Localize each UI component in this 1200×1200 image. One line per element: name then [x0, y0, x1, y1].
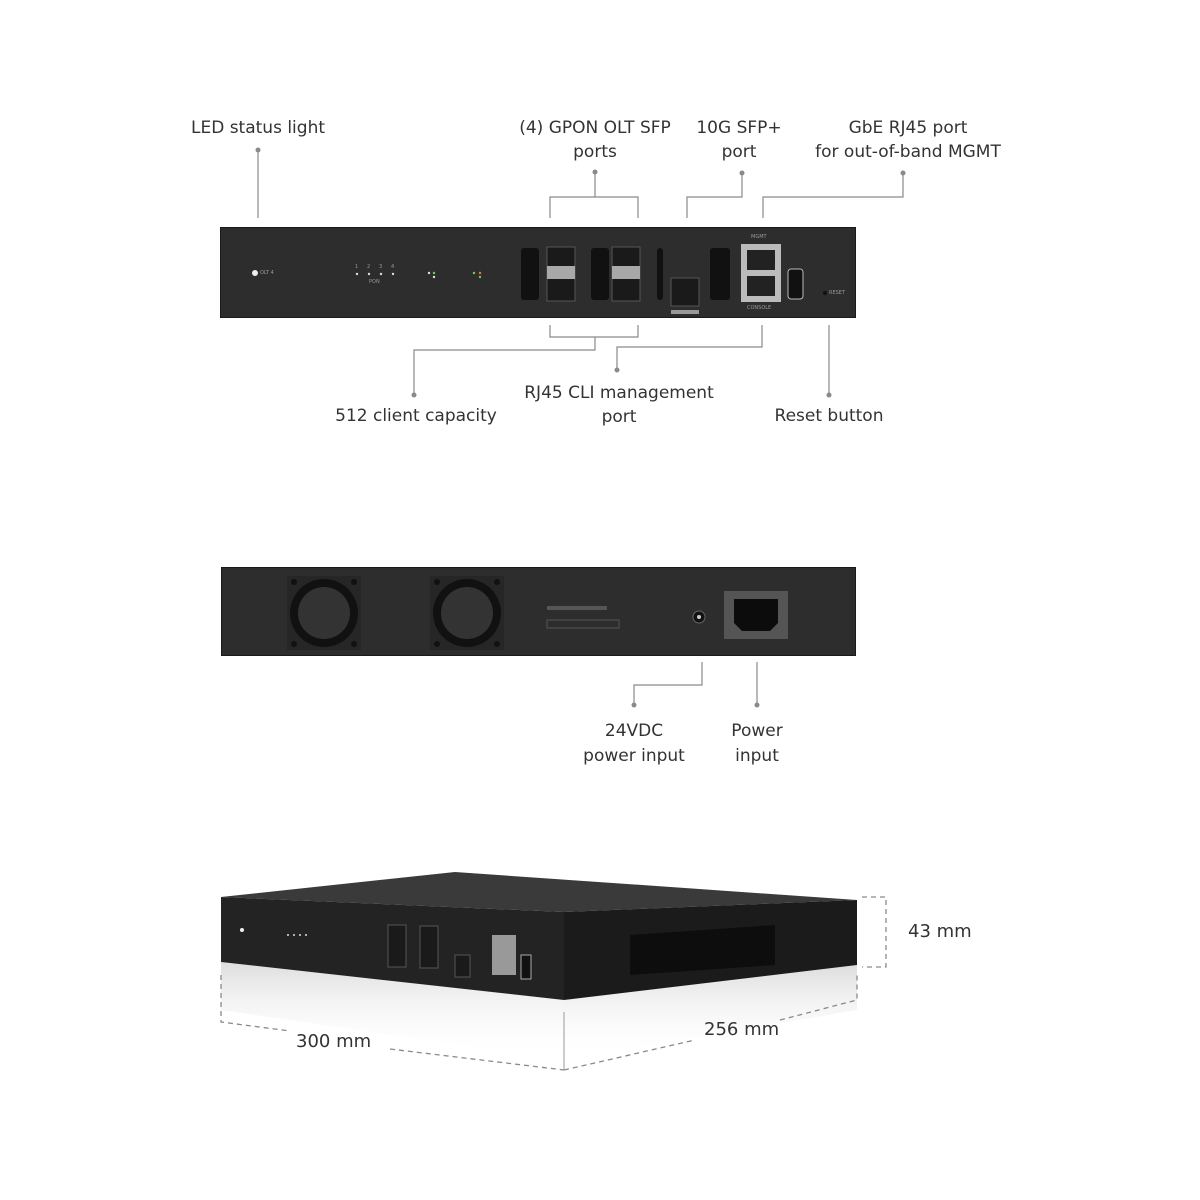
pon-text: PON [369, 279, 380, 285]
pon-number: 2 [367, 264, 371, 270]
device-top [221, 872, 857, 912]
console-text: CONSOLE [747, 305, 772, 311]
front-panel-ports [252, 244, 827, 314]
depth-dimension: 256 mm [704, 1019, 780, 1040]
mgmt-label-line2: for out-of-band MGMT [815, 142, 1001, 162]
led-status-label: LED status light [190, 118, 326, 138]
fan-icon [287, 576, 361, 650]
model-text: OLT 4 [260, 270, 274, 276]
cli-label-line1: RJ45 CLI management [524, 383, 714, 403]
mgmt-text: MGMT [751, 234, 767, 240]
fan-icon [430, 576, 504, 650]
dc-label-line1: 24VDC [604, 721, 664, 741]
reset-text: RESET [829, 290, 846, 296]
width-dimension: 300 mm [296, 1031, 372, 1052]
capacity-label: 512 client capacity [335, 406, 497, 426]
sfp-label-line1: 10G SFP+ [696, 118, 782, 138]
mgmt-label-line1: GbE RJ45 port [848, 118, 968, 138]
pon-number: 1 [355, 264, 359, 270]
front-panel: OLT 4 PON MGMT CONSOLE RESET 1 2 3 4 [220, 227, 856, 318]
dimension-lines [220, 896, 887, 1071]
status-led [252, 270, 258, 276]
gpon-label-line2: ports [573, 142, 617, 162]
dc-label-line2: power input [583, 746, 685, 766]
reset-label: Reset button [774, 406, 884, 426]
usb-port [787, 268, 804, 300]
height-dimension: 43 mm [908, 921, 972, 942]
gpon-sfp-ports [546, 246, 641, 302]
back-panel [221, 567, 856, 656]
regulatory-marks [546, 606, 620, 629]
cli-label-line2: port [601, 407, 637, 427]
pon-number: 4 [391, 264, 395, 270]
sfp-label-line2: port [721, 142, 757, 162]
sfp-plus-port [670, 277, 700, 307]
ac-label-line1: Power [731, 721, 783, 741]
reset-pinhole [823, 291, 827, 295]
ac-label-line2: input [735, 746, 779, 766]
gpon-label-line1: (4) GPON OLT SFP [519, 118, 671, 138]
pon-number: 3 [379, 264, 383, 270]
